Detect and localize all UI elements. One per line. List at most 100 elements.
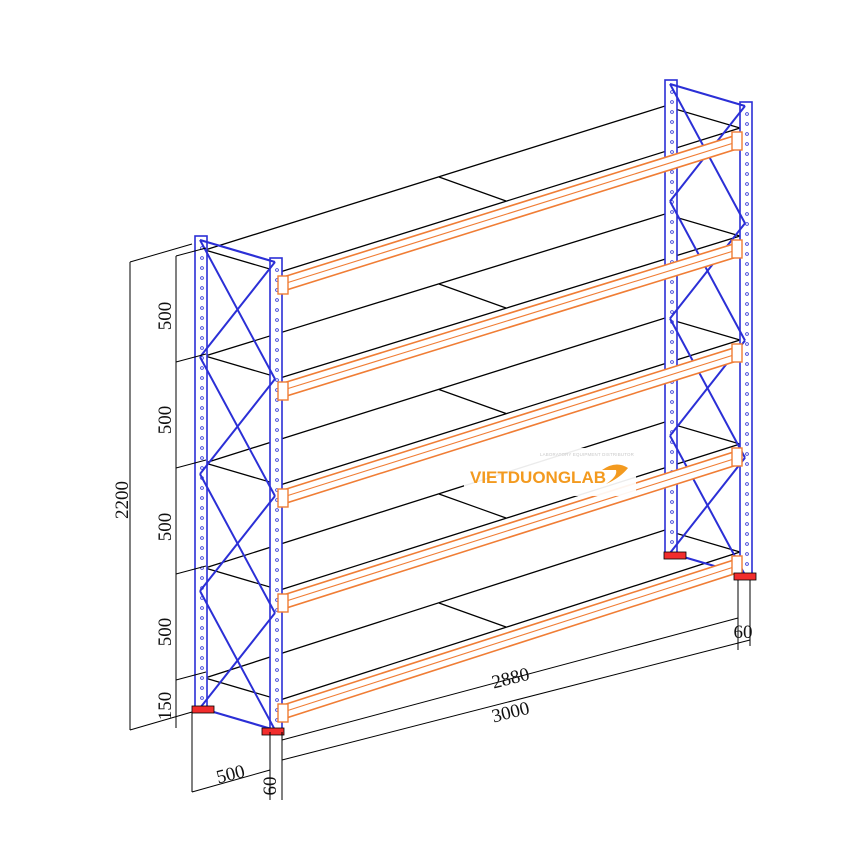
right-frame-upright-hole [745,402,749,406]
right-frame-upright-hole [670,350,674,354]
left-frame-upright-hole [275,568,279,572]
left-frame-upright-hole [275,548,279,552]
left-frame-upright-hole [200,466,204,470]
right-frame-upright-hole [745,342,749,346]
left-frame-upright-hole [275,268,279,272]
right-frame-upright-hole [745,312,749,316]
front-beam-inner-line [279,564,741,714]
left-frame-upright-hole [200,536,204,540]
right-frame-upright-hole [670,140,674,144]
front-beam-inner-line [279,140,741,286]
right-frame-upright-hole [745,192,749,196]
right-frame-upright-hole [670,180,674,184]
left-frame-upright-hole [200,546,204,550]
beam-connector [731,131,743,151]
left-frame-upright-hole [200,326,204,330]
right-frame-upright-hole [745,292,749,296]
left-frame-upright-hole [275,468,279,472]
left-frame-upright-hole [200,416,204,420]
total-height-line [129,243,193,263]
beam-length-label: 2880 [490,664,532,694]
beam-connector [277,275,289,295]
left-frame-upright-hole [200,296,204,300]
right-frame-upright-hole [745,382,749,386]
left-frame-upright-hole [275,308,279,312]
left-frame-upright-hole [275,458,279,462]
right-frame-upright-hole [745,502,749,506]
left-frame-brace [199,239,276,380]
right-frame-upright-hole [670,190,674,194]
right-frame-upright-hole [670,450,674,454]
right-frame-upright-hole [745,232,749,236]
right-frame-upright-hole [745,552,749,556]
right-frame-upright-hole [670,170,674,174]
right-frame-upright-hole [670,520,674,524]
left-frame-upright-hole [200,526,204,530]
vietduonglab-logo: LABORATORY EQUIPMENT DISTRIBUTOR VIETDUO… [464,448,636,496]
left-frame-upright-hole [275,328,279,332]
beam-connector [731,239,743,259]
left-frame-upright-hole [200,686,204,690]
right-frame-upright-hole [670,300,674,304]
left-frame-upright-hole [200,396,204,400]
left-frame-upright-hole [200,486,204,490]
base-plates [191,551,757,736]
right-frame-upright-hole [745,472,749,476]
left-frame-upright-hole [275,318,279,322]
right-frame-upright-hole [745,212,749,216]
right-frame-upright-hole [745,352,749,356]
left-frame-upright-hole [200,556,204,560]
left-frame-upright-hole [200,306,204,310]
right-frame-upright-hole [745,152,749,156]
right-frame-brace [669,318,746,459]
right-frame-upright-hole [670,250,674,254]
right-frame-upright-hole [745,262,749,266]
right-frame-upright-hole [745,332,749,336]
right-frame-upright-hole [670,230,674,234]
left-frame-upright-hole [275,508,279,512]
right-frame-upright-hole [745,132,749,136]
left-frame-upright-hole [275,528,279,532]
right-frame-upright-hole [670,100,674,104]
right-frame-upright-hole [670,510,674,514]
right-frame-upright-hole [745,372,749,376]
left-frame-upright-hole [275,618,279,622]
left-frame-upright-hole [275,698,279,702]
right-frame-upright-hole [670,130,674,134]
right-frame-upright-hole [745,302,749,306]
right-frame-upright-hole [745,422,749,426]
shelf-gap-tick [175,353,207,363]
left-frame-upright-hole [200,646,204,650]
right-frame-brace [669,200,746,341]
front-beam-inner-line [279,456,741,604]
total-height-label: 2200 [112,481,133,519]
left-frame-upright-hole [200,636,204,640]
right-frame-upright-hole [745,252,749,256]
right-frame-upright-hole [745,182,749,186]
left-frame-upright-hole [275,338,279,342]
left-frame-upright-hole [275,688,279,692]
right-frame-upright-hole [670,120,674,124]
beam-connector [731,555,743,575]
dimension-lines [129,243,751,800]
deck-seam-4 [438,493,507,519]
left-frame-upright-hole [275,448,279,452]
total-height-line [129,711,193,731]
left-frame-brace [199,590,276,731]
right-frame-upright-hole [670,500,674,504]
left-frame-upright-hole [275,628,279,632]
left-frame-brace [199,473,276,614]
left-frame-upright-hole [275,638,279,642]
left-frame-upright-hole [275,358,279,362]
right-frame-upright-hole [745,202,749,206]
right-frame-upright-hole [745,362,749,366]
right-frame-upright-hole [670,390,674,394]
right-frame-upright-hole [745,162,749,166]
left-frame-upright-hole [200,516,204,520]
right-frame-upright-hole [670,220,674,224]
left-frame-upright-hole [200,286,204,290]
logo-backdrop [464,448,636,496]
shelf-gap-label-1: 500 [155,302,176,331]
right-frame-upright-hole [745,492,749,496]
